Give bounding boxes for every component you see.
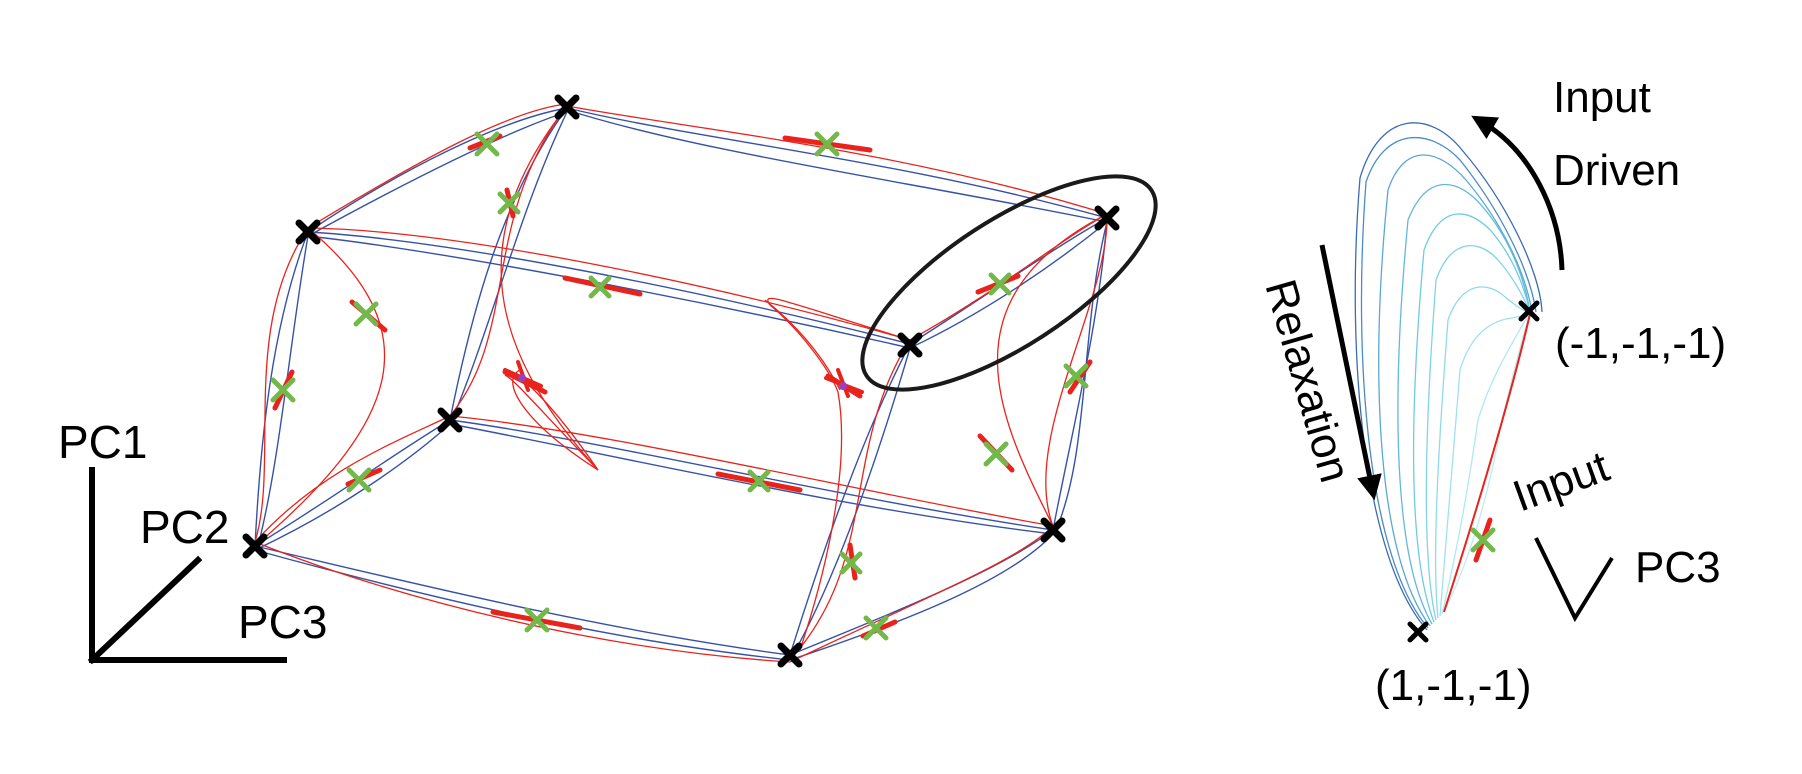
unstable-point-icon [503,360,543,392]
fixed-point-icon [437,407,463,433]
pc3-mini-axis [1534,537,1614,623]
saddle-point-icon [353,301,379,327]
pc1-label: PC1 [58,416,147,468]
cube-trajectory-diagram [242,94,1158,668]
input-label: Input [1507,442,1616,522]
saddle-point-icon [839,551,863,575]
saddle-point-icon [863,615,889,641]
input-driven-arrow [1471,115,1565,271]
saddle-points [270,131,1089,641]
saddle-point-icon [588,275,612,299]
relaxation-arrow [1319,244,1382,501]
stable-fixed-points [242,94,1120,668]
input-driven-label-line1: Input [1553,73,1651,122]
saddle-point-icon [983,441,1009,467]
pc-axes-legend: PC1 PC2 PC3 [58,416,327,665]
unstable-point-icon [824,368,864,398]
blue-trajectories [254,107,1108,661]
fixed-point-icon [554,94,580,120]
saddle-point-icon [497,191,521,215]
pc2-axis-line [87,555,203,665]
fixed-point-icon [1040,517,1066,543]
point-label-bottom: (1,-1,-1) [1375,661,1531,710]
saddle-point-icon [474,131,500,157]
saddle-point-icon [1470,527,1496,553]
saddle-point-icon [346,467,372,493]
saddle-point-icon [1063,363,1089,389]
saddle-point-icon [988,272,1012,296]
input-path [1443,313,1531,613]
red-trajectories [254,103,1108,663]
relaxation-label: Relaxation [1255,274,1359,487]
fixed-point-icon [777,642,803,668]
fixed-point-icon [1407,621,1429,643]
unstable-points [503,360,864,398]
pc3-label: PC3 [238,596,327,648]
saddle-point-icon [814,131,840,157]
slow-region-bars [272,133,1093,639]
relaxation-loops [1354,122,1543,631]
saddle-point-icon [270,377,296,403]
pc2-label: PC2 [140,501,229,553]
saddle-point-icon [524,607,550,633]
saddle-point-icon [747,469,771,493]
pc3-mini-label: PC3 [1635,543,1721,592]
relaxation-loop-diagram: Input Driven Relaxation Input PC3 (-1,-1… [1255,73,1726,710]
fixed-point-icon [897,332,923,358]
fixed-point-icon [242,533,268,559]
highlight-ellipse [860,174,1158,392]
point-label-top: (-1,-1,-1) [1555,319,1726,368]
fixed-point-icon [1094,205,1120,231]
fixed-point-icon [295,219,321,245]
input-driven-label-line2: Driven [1553,146,1680,195]
fixed-point-icon [1518,300,1540,322]
